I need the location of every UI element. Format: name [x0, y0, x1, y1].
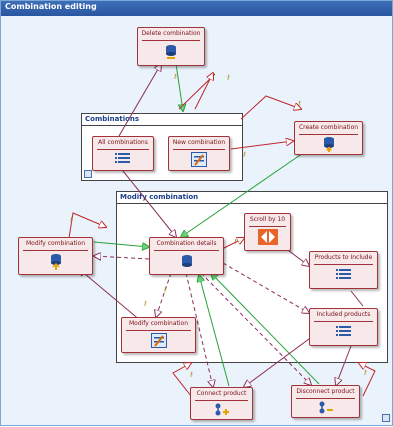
key-icon: ⚷: [143, 300, 147, 307]
edge: [172, 363, 191, 397]
edge: [181, 150, 307, 237]
database-edit-icon: [50, 254, 61, 270]
title-bar: Combination editing: [1, 1, 392, 16]
disconnect-icon: [319, 401, 333, 414]
edge: [94, 256, 150, 259]
key-icon: ⚷: [189, 371, 193, 378]
form-edit-icon: [150, 333, 167, 348]
node-label: New combination: [172, 139, 226, 146]
edge: [194, 73, 213, 110]
key-icon: ⚷: [233, 238, 237, 245]
node-combination-details[interactable]: Combination details: [149, 237, 224, 275]
edge: [118, 64, 161, 137]
node-label: Connect product: [196, 390, 247, 397]
list-icon: [335, 326, 351, 336]
edge: [118, 165, 176, 237]
node-label: Delete combination: [141, 30, 201, 37]
node-label: Modify combination: [128, 320, 189, 327]
edge: [240, 95, 301, 120]
node-connect-product[interactable]: Connect product: [190, 387, 253, 420]
node-label: Combination details: [156, 240, 217, 247]
form-edit-icon: [191, 152, 207, 167]
edge: [79, 269, 142, 322]
edge: [93, 241, 149, 247]
node-delete-combination[interactable]: Delete combination: [137, 27, 205, 66]
node-products-to-include[interactable]: Products to Include: [309, 251, 378, 289]
node-modify-combination-outer[interactable]: Modify combination: [18, 237, 93, 275]
key-icon: ⚷: [297, 100, 301, 107]
edge: [221, 238, 244, 250]
edge: [200, 272, 311, 385]
database-minus-icon: [166, 45, 176, 59]
group-modify-title: Modify combination: [117, 192, 387, 204]
collapse-icon[interactable]: [84, 170, 92, 178]
key-icon: ⚷: [363, 369, 367, 376]
node-label: Products to Include: [314, 254, 373, 261]
edge: [68, 212, 106, 239]
edge: [244, 335, 314, 387]
edge: [199, 275, 230, 387]
list-icon: [115, 153, 130, 163]
key-icon: ⚷: [242, 151, 246, 158]
key-icon: ⚷: [173, 73, 177, 80]
node-label: Included products: [316, 311, 371, 318]
node-label: Scroll by 10: [249, 216, 286, 223]
scroll-arrows-icon: [257, 229, 278, 245]
node-create-combination[interactable]: Create combination: [294, 121, 363, 155]
edge: [222, 262, 309, 313]
node-label: All combinations: [98, 139, 148, 146]
node-included-products[interactable]: Included products: [309, 308, 378, 346]
corner-icon[interactable]: [382, 414, 390, 422]
key-icon: ⚷: [163, 286, 167, 293]
node-label: Disconnect product: [296, 388, 355, 395]
edge: [156, 272, 172, 317]
node-new-combination[interactable]: New combination: [168, 136, 230, 171]
edge: [185, 272, 213, 387]
window-title: Combination editing: [5, 2, 97, 11]
edge: [211, 273, 320, 385]
key-icon: ⚷: [69, 216, 73, 223]
edge: [359, 363, 376, 397]
connect-icon: [215, 403, 229, 416]
database-plus-icon: [323, 137, 334, 152]
database-icon: [181, 255, 192, 267]
node-all-combinations[interactable]: All combinations: [92, 136, 154, 171]
node-disconnect-product[interactable]: Disconnect product: [291, 385, 360, 418]
node-label: Create combination: [298, 124, 359, 131]
node-scroll-by-10[interactable]: Scroll by 10: [244, 213, 291, 251]
group-combinations-title: Combinations: [82, 114, 242, 126]
node-label: Modify combination: [25, 240, 86, 247]
node-modify-combination-inner[interactable]: Modify combination: [121, 317, 196, 353]
edge: [336, 345, 352, 385]
edge: [175, 63, 183, 111]
edge: [350, 290, 364, 307]
key-icon: ⚷: [226, 74, 230, 81]
list-icon: [335, 269, 351, 279]
edge: [230, 141, 293, 150]
